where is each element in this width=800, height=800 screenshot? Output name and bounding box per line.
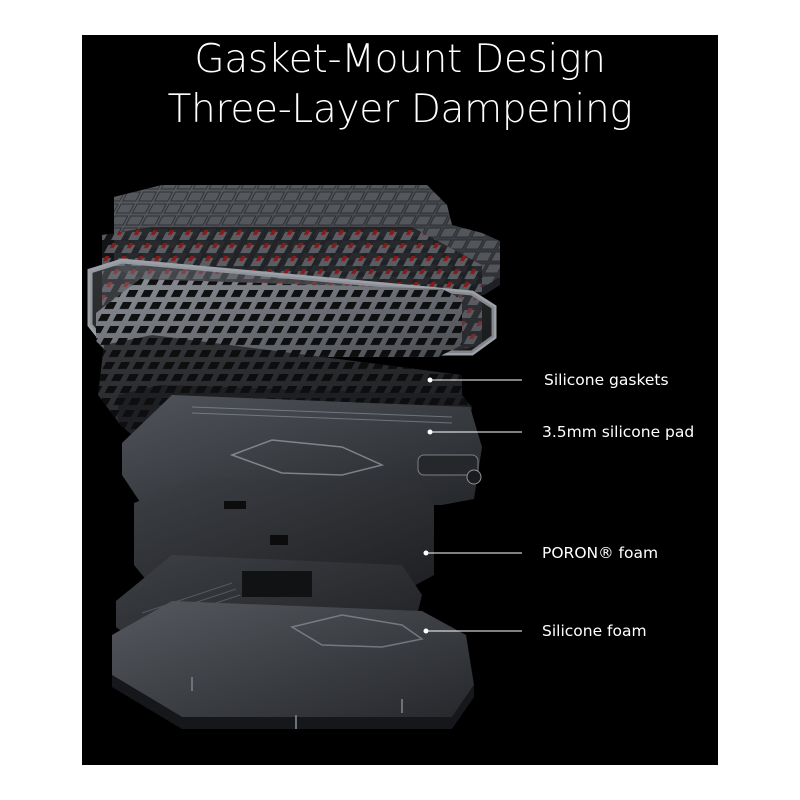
switch-plate [96,279,462,357]
callout-poron-foam: PORON® foam [542,544,659,562]
bottom-case [112,601,474,729]
callout-dots [423,377,433,634]
callout-silicone-gaskets: Silicone gaskets [544,371,669,389]
exploded-keyboard-illustration [87,185,522,729]
callout-silicone-foam: Silicone foam [542,622,647,640]
callout-lines [426,379,522,632]
title-line-2: Three-Layer Dampening [167,87,633,132]
title-line-1: Gasket-Mount Design [194,37,606,82]
product-image: Gasket-Mount Design Three-Layer Dampenin… [82,35,718,765]
image-title: Gasket-Mount Design Three-Layer Dampenin… [82,35,718,135]
callout-silicone-pad: 3.5mm silicone pad [542,423,695,441]
